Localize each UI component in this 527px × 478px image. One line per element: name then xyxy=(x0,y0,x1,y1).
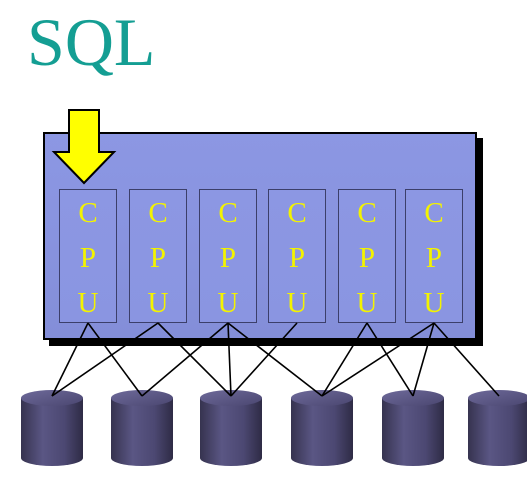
cpu-letter: P xyxy=(79,242,97,274)
cpu-letter: P xyxy=(358,242,376,274)
cpu-letter: C xyxy=(424,197,444,229)
cpu-unit-1: C P U xyxy=(59,189,117,323)
disk-array xyxy=(21,390,527,466)
database-cylinder-icon xyxy=(468,390,527,466)
connection-line xyxy=(321,322,435,397)
connection-line xyxy=(227,322,232,397)
cpu-unit-4: C P U xyxy=(268,189,326,323)
cpu-letter: U xyxy=(356,287,378,319)
connection-line xyxy=(230,322,298,397)
page-title: SQL xyxy=(27,4,156,80)
cpu-letter: U xyxy=(147,287,169,319)
connection-line xyxy=(51,322,159,397)
cpu-letter: P xyxy=(425,242,443,274)
cpu-unit-6: C P U xyxy=(405,189,463,323)
cpu-letter: U xyxy=(286,287,308,319)
cpu-letter: C xyxy=(148,197,168,229)
interconnect-lines xyxy=(51,322,500,397)
connection-line xyxy=(412,322,435,397)
cpu-letter: C xyxy=(357,197,377,229)
connection-line xyxy=(366,322,414,397)
connection-line xyxy=(87,322,143,397)
cpu-letter: P xyxy=(219,242,237,274)
database-cylinder-icon xyxy=(111,390,173,466)
database-cylinder-icon xyxy=(291,390,353,466)
down-arrow-icon xyxy=(51,109,117,185)
connection-line xyxy=(157,322,232,397)
cpu-letter: U xyxy=(423,287,445,319)
cpu-letter: C xyxy=(78,197,98,229)
cpu-letter: P xyxy=(288,242,306,274)
connection-line xyxy=(227,322,323,397)
database-cylinder-icon xyxy=(21,390,83,466)
connection-line xyxy=(321,322,368,397)
connection-line xyxy=(433,322,500,397)
database-cylinder-icon xyxy=(382,390,444,466)
cpu-letter: C xyxy=(218,197,238,229)
cpu-letter: C xyxy=(287,197,307,229)
connection-line xyxy=(51,322,89,397)
cpu-letter: U xyxy=(77,287,99,319)
cpu-unit-2: C P U xyxy=(129,189,187,323)
connection-line xyxy=(141,322,229,397)
cpu-unit-3: C P U xyxy=(199,189,257,323)
cpu-letter: P xyxy=(149,242,167,274)
database-cylinder-icon xyxy=(200,390,262,466)
cpu-letter: U xyxy=(217,287,239,319)
cpu-unit-5: C P U xyxy=(338,189,396,323)
